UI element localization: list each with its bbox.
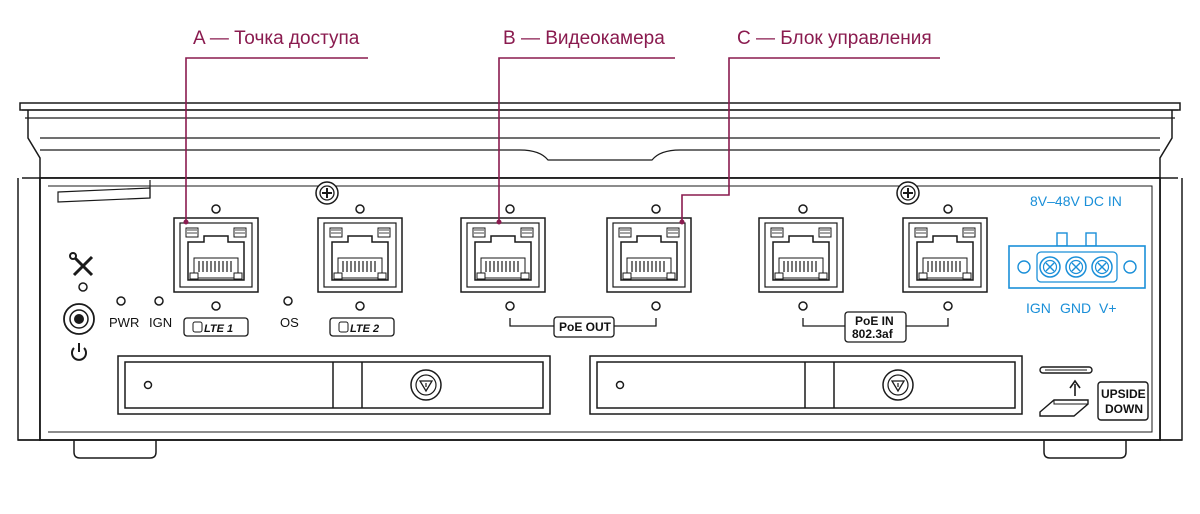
poe-in-label: PoE IN — [855, 314, 894, 328]
ign-label: IGN — [149, 315, 172, 330]
poe-out-port-2[interactable] — [606, 204, 692, 311]
pwr-label: PWR — [109, 315, 139, 330]
dc-in-title: 8V–48V DC IN — [1030, 193, 1122, 209]
callout-a: A — Точка доступа — [183, 28, 368, 225]
status-led — [78, 282, 88, 292]
port-led — [211, 204, 221, 214]
lte2-port[interactable]: LTE 2 — [317, 204, 403, 337]
lte2-label: LTE 2 — [350, 323, 379, 335]
down-label: DOWN — [1105, 402, 1143, 416]
sim-slot[interactable] — [1039, 366, 1093, 374]
drive-tray-1[interactable] — [117, 355, 551, 415]
pin-gnd-label: GND — [1060, 300, 1091, 316]
lte1-port[interactable]: LTE 1 — [173, 204, 259, 337]
poe-in-standard-label: 802.3af — [852, 327, 894, 341]
callout-b: B — Видеокамера — [496, 28, 675, 225]
reset-button[interactable] — [63, 303, 95, 335]
ign-led — [154, 296, 164, 306]
upside-down-marker: UPSIDE DOWN — [1097, 381, 1149, 421]
callout-c-text: C — Блок управления — [737, 28, 932, 49]
pin-vplus-label: V+ — [1099, 300, 1117, 316]
poe-out-port-1[interactable] — [460, 204, 546, 311]
port-led — [355, 301, 365, 311]
ethernet-port-icon — [606, 217, 692, 293]
poe-in-port-2[interactable] — [902, 204, 988, 311]
callout-b-text: B — Видеокамера — [503, 28, 665, 49]
port-led — [505, 301, 515, 311]
port-led — [355, 204, 365, 214]
ethernet-port-icon — [173, 217, 259, 293]
poe-out-group: PoE OUT — [509, 316, 657, 338]
pin-ign-label: IGN — [1026, 300, 1051, 316]
drive-tray-2[interactable] — [589, 355, 1023, 415]
port-led — [211, 301, 221, 311]
sim-arrow-icon — [1039, 379, 1089, 417]
poe-out-label: PoE OUT — [559, 320, 612, 334]
os-label: OS — [280, 315, 299, 330]
pwr-led — [116, 296, 126, 306]
port-led — [943, 301, 953, 311]
dc-power-terminal[interactable]: 8V–48V DC IN IGN GND V+ — [1008, 193, 1146, 316]
screw-plus-icon — [315, 181, 339, 205]
ethernet-port-icon — [758, 217, 844, 293]
power-icon — [71, 343, 87, 361]
port-led — [798, 301, 808, 311]
port-led — [505, 204, 515, 214]
lte1-label: LTE 1 — [204, 323, 233, 335]
os-led — [283, 296, 293, 306]
tools-icon — [69, 252, 94, 277]
screw-plus-icon — [896, 181, 920, 205]
port-led — [943, 204, 953, 214]
port-led — [651, 204, 661, 214]
ethernet-port-icon — [902, 217, 988, 293]
port-led — [798, 204, 808, 214]
upside-label: UPSIDE — [1101, 387, 1146, 401]
ethernet-port-icon — [317, 217, 403, 293]
poe-in-group: PoE IN 802.3af — [802, 311, 949, 343]
ethernet-port-icon — [460, 217, 546, 293]
port-led — [651, 301, 661, 311]
callout-a-text: A — Точка доступа — [193, 28, 360, 49]
poe-in-port-1[interactable] — [758, 204, 844, 311]
callout-c: C — Блок управления — [679, 28, 940, 225]
